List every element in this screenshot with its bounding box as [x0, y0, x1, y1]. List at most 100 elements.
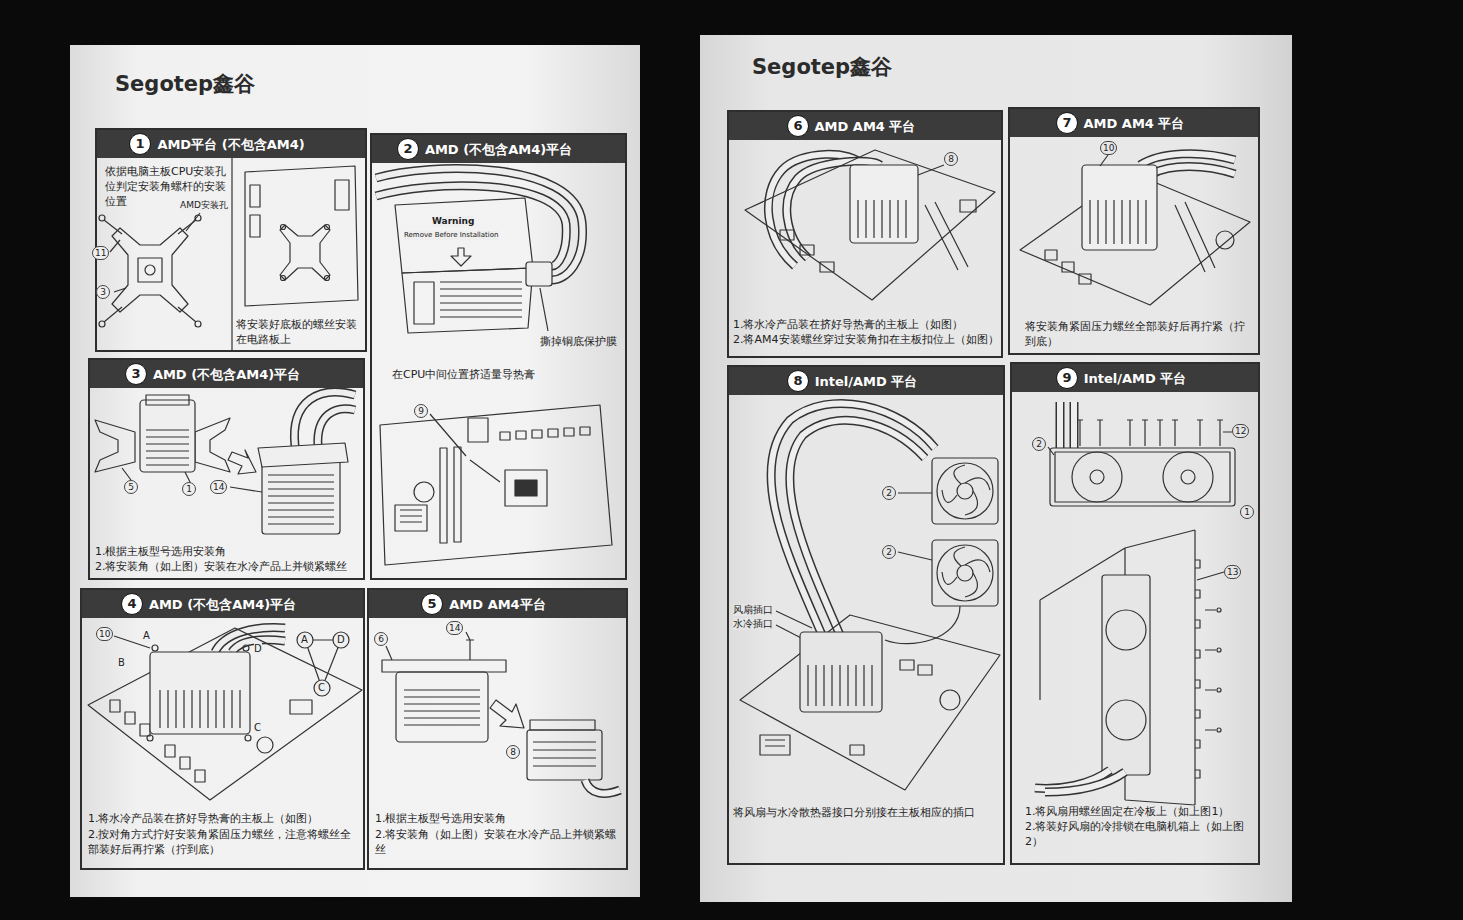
step-title: AMD AM4 平台	[815, 119, 916, 134]
backplate-figure-part	[145, 265, 155, 275]
motherboard-figure-part	[245, 735, 251, 741]
step-number-text: 5	[422, 594, 442, 613]
bracket-figure-part	[146, 430, 189, 465]
motherboard-figure-part	[1175, 202, 1215, 272]
tube-part	[376, 168, 583, 280]
motherboard-figure-part	[305, 640, 341, 688]
motherboard-figure-part	[110, 700, 120, 712]
tube-part	[787, 161, 880, 258]
fan-figure	[740, 458, 1000, 790]
motherboard-figure-part	[580, 427, 590, 435]
header-band: AMD AM4 平台	[729, 112, 1001, 140]
header-band: AMD AM4 平台	[1010, 109, 1258, 137]
step-panel: AMD (不包含AM4)平台1.根据主板型号选用安装角2.将安装角（如上图）安装…	[88, 358, 365, 580]
backplate-figure-part	[99, 215, 105, 221]
fan-figure-part	[800, 632, 882, 712]
step-number: 5	[421, 593, 443, 615]
pump-figure-part	[262, 452, 340, 534]
step-number-text: 1	[130, 134, 150, 153]
radiator-figure-part	[1102, 575, 1150, 775]
step-number-text: 4	[122, 594, 142, 613]
motherboard-figure	[1020, 155, 1250, 305]
point-letter: D	[337, 634, 345, 646]
point-letter: C	[318, 682, 325, 694]
tube-part	[1071, 402, 1077, 448]
tube-part	[376, 186, 566, 266]
radiator-figure-part	[1217, 648, 1221, 652]
tube-part	[318, 409, 355, 446]
motherboard-figure-part	[152, 645, 158, 651]
backplate-figure-part	[104, 220, 196, 322]
radiator-figure-part	[1217, 688, 1221, 692]
part-label: AMD安装孔	[180, 200, 228, 211]
step-panel: Intel/AMD 平台1.将风扇用螺丝固定在冷板上（如上图1）2.将装好风扇的…	[1010, 362, 1260, 865]
step-instruction: 1.根据主板型号选用安装角	[95, 545, 357, 560]
tube-part	[1045, 772, 1125, 792]
pump-figure-part	[414, 282, 434, 324]
backplate-figure-part	[335, 180, 349, 210]
step-number: 8	[787, 370, 809, 392]
pump-figure-part	[404, 690, 480, 725]
step-panel: AMD (不包含AM4)平台撕掉铜底保护膜在CPU中间位置挤适量导热膏2	[370, 133, 627, 580]
step-instruction: 2.将AM4安装螺丝穿过安装角扣在主板扣位上（如图）	[733, 333, 999, 348]
point-letter: B	[118, 657, 125, 669]
fan-figure-part	[808, 665, 872, 706]
radiator-figure-part	[1072, 452, 1122, 502]
fan-figure-part	[765, 740, 785, 746]
motherboard-figure-part	[314, 680, 330, 696]
tube-part	[1057, 402, 1063, 448]
pump-figure-part	[268, 475, 334, 524]
pump-figure-part	[527, 730, 602, 780]
callout-number: 10	[96, 627, 113, 641]
step-title: Intel/AMD 平台	[1084, 371, 1187, 386]
tube	[1035, 770, 1125, 792]
radiator-figure-part	[1163, 452, 1213, 502]
radiator-figure-part	[1050, 448, 1235, 506]
motherboard-figure-part	[780, 230, 794, 240]
tube-part	[1152, 167, 1235, 175]
tube-part	[376, 168, 583, 280]
pump-figure-part	[395, 198, 533, 273]
radiator-figure-part	[1080, 420, 1220, 446]
point-letter: D	[254, 643, 262, 655]
motherboard-figure-part	[745, 150, 995, 300]
callout-number: 6	[374, 632, 388, 646]
motherboard-figure-part	[925, 202, 968, 270]
radiator-figure-part	[1197, 572, 1224, 580]
step-title: AMD (不包含AM4)平台	[425, 142, 572, 157]
backplate-figure	[99, 158, 358, 352]
tube-part	[376, 186, 566, 266]
motherboard-figure-part	[1216, 231, 1234, 249]
motherboard-figure-part	[454, 447, 461, 542]
point-letter: C	[254, 722, 261, 734]
motherboard-figure-part	[850, 165, 918, 243]
motherboard-figure-part	[500, 432, 510, 440]
fan-figure-part	[937, 463, 993, 519]
fan-figure-part	[932, 458, 998, 524]
motherboard-figure-part	[858, 200, 906, 238]
step-instruction: 2.将安装角（如上图）安装在水冷产品上并锁紧螺丝	[95, 560, 357, 575]
step-instruction: 1.将水冷产品装在挤好导热膏的主板上（如图）	[733, 318, 999, 333]
tube-part	[294, 392, 355, 446]
step-title: AMD AM4平台	[449, 597, 545, 612]
callout-number: 14	[446, 621, 463, 635]
header-band: Intel/AMD 平台	[1012, 364, 1258, 392]
port-label: 风扇插口	[733, 604, 773, 616]
motherboard-figure-part	[1082, 165, 1157, 250]
tube	[215, 628, 285, 652]
tube-part	[1140, 154, 1235, 165]
motherboard-figure-part	[147, 735, 153, 741]
tube	[1140, 154, 1235, 174]
tube-part	[1152, 167, 1235, 175]
motherboard-figure-part	[88, 628, 362, 800]
bracket-figure-part	[95, 420, 135, 472]
step-number: 9	[1056, 367, 1078, 389]
warning-text: Remove Before Installation	[404, 231, 499, 240]
pump-figure-part	[440, 282, 522, 317]
radiator-figure-part	[1040, 530, 1195, 805]
tube-part	[1070, 402, 1079, 448]
backplate-figure-part	[110, 213, 200, 292]
fan-figure-part	[918, 665, 932, 675]
motherboard-figure-part	[1100, 155, 1108, 166]
